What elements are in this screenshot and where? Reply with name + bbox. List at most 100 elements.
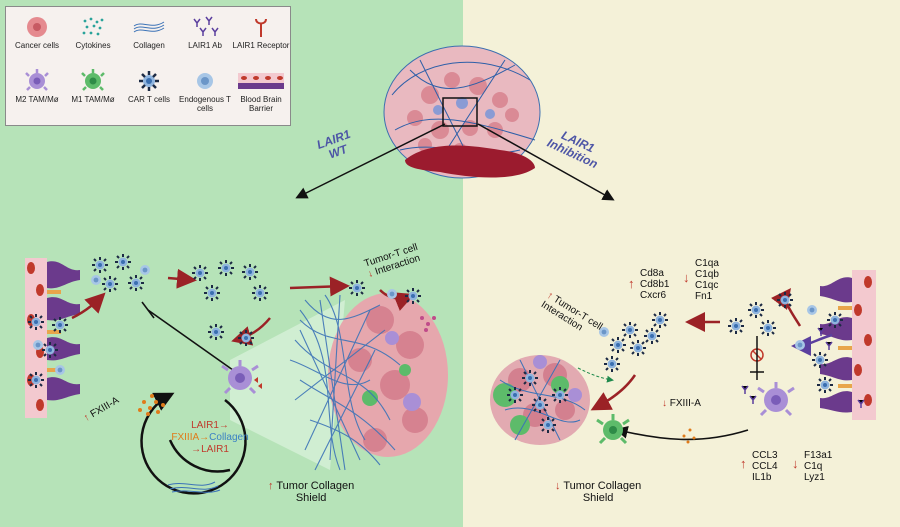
endogenous-t-cell-icon: [176, 67, 234, 95]
genes-down-arrow: ↓: [683, 270, 690, 285]
cytokines-up-item: IL1b: [752, 472, 772, 483]
collagen-tumor-left: [230, 293, 448, 471]
genes-up-item: Cd8a: [640, 268, 664, 279]
shield-label-left: ↑ Tumor Collagen Shield: [268, 480, 354, 504]
car-t-cell: [777, 292, 793, 308]
inhibition-branch-arrow: [477, 123, 615, 201]
bbb-left: [25, 258, 80, 418]
legend-label: M1 TAM/Mø: [71, 95, 115, 104]
zoom-box: [442, 97, 478, 127]
shield-left-line2: Shield: [295, 492, 327, 504]
endogenous-t-cell: [140, 265, 150, 275]
genes-up-arrow: ↑: [628, 276, 635, 291]
m2-tam-icon: [8, 67, 66, 95]
cytokines-tumor: [420, 316, 436, 332]
legend-label: LAIR1 Ab: [188, 41, 222, 50]
genes-up-block: ↑ Cd8a Cd8b1 Cxcr6: [628, 268, 670, 301]
legend-label: Cancer cells: [14, 41, 59, 50]
legend-label: Endogenous T cells: [179, 95, 231, 113]
legend-item: M2 TAM/Mø: [8, 67, 66, 104]
loop-line1: LAIR1→: [191, 420, 229, 431]
legend-label: Cytokines: [75, 41, 111, 50]
car-t-cell: [728, 318, 744, 334]
car-t-cell: [204, 285, 220, 301]
shield-right-arrow: ↓: [555, 480, 561, 492]
markers-down-item: C1q: [804, 461, 823, 472]
car-t-cell: [405, 288, 421, 304]
lair1-ab-icon: [176, 13, 234, 41]
lair1-receptor-icon: [232, 13, 290, 41]
endogenous-t-cell: [387, 289, 397, 299]
cytokines-icon: [64, 13, 122, 41]
lair1-feedback-loop: [140, 392, 247, 495]
car-t-cell: [92, 257, 108, 273]
m1-tam-icon: [64, 67, 122, 95]
car-t-cell: [208, 324, 224, 340]
markers-down-item: F13a1: [804, 450, 833, 461]
car-t-cell: [748, 302, 764, 318]
genes-up-item: Cd8b1: [640, 279, 670, 290]
shield-right-line2: Shield: [582, 492, 614, 504]
cytokines-right: [682, 428, 696, 444]
endogenous-t-cell: [91, 275, 101, 285]
shield-left-line1: Tumor Collagen: [276, 480, 355, 492]
car-t-cell: [42, 342, 58, 358]
fxiii-label-right: ↓ FXIII-A: [662, 398, 701, 409]
cytokines-up-item: CCL3: [752, 450, 778, 461]
loop-line2-b: Collagen: [209, 432, 249, 443]
genes-down-block: ↓ C1qa C1qb C1qc Fn1: [683, 258, 719, 302]
car-t-cell: [128, 275, 144, 291]
car-t-cell: [115, 254, 131, 270]
car-t-cell: [827, 312, 843, 328]
car-t-cell: [644, 328, 660, 344]
car-t-cell: [252, 285, 268, 301]
genes-down-item: C1qc: [695, 280, 719, 291]
fxiii-right-text: FXIII-A: [669, 398, 701, 409]
car-t-cell: [192, 265, 208, 281]
cytokines-up-item: CCL4: [752, 461, 778, 472]
m1-polarization-arrow: [614, 425, 749, 441]
m1-macrophage-right: [596, 414, 630, 445]
legend-item: Blood Brain Barrier: [232, 67, 290, 113]
car-t-cell: [604, 356, 620, 372]
inhibit-line-left: [147, 309, 241, 376]
legend-label: Collagen: [133, 41, 165, 50]
cytokines-up-block: ↑ CCL3 CCL4 IL1b: [740, 450, 778, 483]
loop-line2-a: FXIIIA→: [171, 432, 210, 443]
legend-item: Cytokines: [64, 13, 122, 50]
legend-item: CAR T cells: [120, 67, 178, 104]
shield-left-arrow: ↑: [268, 480, 274, 492]
legend-label: Blood Brain Barrier: [240, 95, 282, 113]
legend-label: CAR T cells: [128, 95, 170, 104]
legend-item: Cancer cells: [8, 13, 66, 50]
cytokines-left: [138, 394, 165, 416]
legend-item: M1 TAM/Mø: [64, 67, 122, 104]
car-t-cell: [652, 312, 668, 328]
genes-up-item: Cxcr6: [640, 290, 667, 301]
legend-label: M2 TAM/Mø: [15, 95, 59, 104]
genes-down-item: C1qa: [695, 258, 719, 269]
endogenous-t-cell: [33, 340, 43, 350]
car-t-cell: [812, 352, 828, 368]
car-t-cell: [532, 397, 548, 413]
shield-label-right: ↓ Tumor Collagen Shield: [555, 480, 641, 504]
cancer-cell-icon: [8, 13, 66, 41]
car-t-cell: [52, 317, 68, 333]
flow-arrows-right: [590, 287, 802, 411]
m2-macrophage-right: [757, 382, 795, 417]
legend-item: LAIR1 Receptor: [232, 13, 290, 50]
t-cells-layer: [28, 254, 843, 433]
endogenous-t-cell: [599, 327, 609, 337]
endogenous-t-cell: [55, 365, 65, 375]
car-t-cell: [610, 337, 626, 353]
collagen-bundle: [167, 481, 221, 493]
legend: Cancer cells Cytokines Collagen LAIR1 Ab LAI…: [5, 6, 291, 126]
car-t-cell: [28, 314, 44, 330]
car-t-cell: [218, 260, 234, 276]
car-t-cell: [630, 340, 646, 356]
genes-down-item: Fn1: [695, 291, 713, 302]
tumor-overview: [383, 45, 541, 179]
car-t-cell: [242, 264, 258, 280]
loop-text: LAIR1→ FXIIIA→Collagen →LAIR1: [168, 420, 252, 456]
